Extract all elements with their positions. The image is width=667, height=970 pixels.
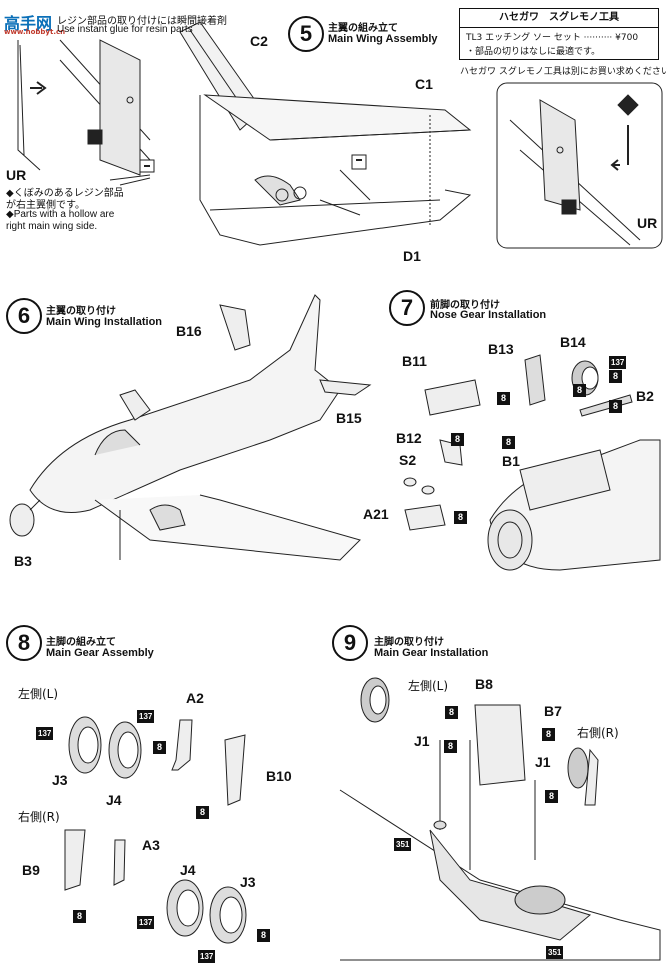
part-b13: B13 [488, 341, 514, 357]
part-b10: B10 [266, 768, 292, 784]
step-8-right-side: 右側(R) [18, 810, 60, 824]
watermark-sub: www.hobbyt.cn [4, 28, 66, 36]
step-6-title-en: Main Wing Installation [46, 316, 163, 328]
color-callout-8-j1-left: 8 [444, 740, 457, 753]
step-6-number: 6 [6, 298, 42, 334]
color-callout-8-a2: 8 [196, 806, 209, 819]
ur-left-en1: ◆Parts with a hollow are [6, 209, 115, 220]
ur-right-label: UR [637, 215, 658, 231]
part-b3: B3 [14, 553, 32, 569]
part-b8: B8 [475, 676, 493, 692]
step-8-title-jp: 主脚の組み立て [46, 637, 116, 648]
part-j4-right: J4 [180, 862, 196, 878]
step-7-title-jp: 前脚の取り付け [430, 300, 500, 311]
step-5-title-en: Main Wing Assembly [328, 33, 438, 45]
part-a3: A3 [142, 837, 160, 853]
part-c1: C1 [415, 76, 433, 92]
step-5-title-jp: 主翼の組み立て [328, 23, 398, 34]
part-d1: D1 [403, 248, 421, 264]
color-callout-137-j3-right: 137 [198, 950, 216, 963]
color-callout-8-b7: 8 [542, 728, 555, 741]
step-7-number: 7 [389, 290, 425, 326]
step-9-title-en: Main Gear Installation [374, 647, 489, 659]
color-callout-8-b2: 8 [609, 400, 622, 413]
step-8-number: 8 [6, 625, 42, 661]
tool-line1: TL3 エッチング ソー セット ·········· ¥700 [466, 33, 639, 43]
color-callout-8-b11: 8 [497, 392, 510, 405]
part-b2: B2 [636, 388, 654, 404]
ur-left-en2: right main wing side. [6, 221, 98, 232]
color-callout-137-j4-left: 137 [137, 710, 155, 723]
step-9-number: 9 [332, 625, 368, 661]
color-callout-351-bottom: 351 [546, 946, 564, 959]
color-callout-8-b12: 8 [451, 433, 464, 446]
color-callout-8-j1-right: 8 [545, 790, 558, 803]
part-j1-right: J1 [535, 754, 551, 770]
part-s2: S2 [399, 452, 417, 468]
color-callout-137-b14: 137 [609, 356, 627, 369]
part-b12: B12 [396, 430, 422, 446]
tool-line2: ・部品の切りはなしに最適です。 [466, 47, 601, 57]
step-5-number: 5 [288, 16, 324, 52]
part-b16: B16 [176, 323, 202, 339]
resin-note-en: Use instant glue for resin parts [57, 24, 193, 35]
watermark-logo: 高手网 www.hobbyt.cn [4, 10, 65, 36]
step-7-title-en: Nose Gear Installation [430, 309, 547, 321]
color-callout-351-bay: 351 [394, 838, 412, 851]
color-callout-8-j3-right: 8 [257, 929, 270, 942]
color-callout-8-b8: 8 [445, 706, 458, 719]
ur-left-label: UR [6, 167, 27, 183]
main-gear-assembly-drawing [64, 716, 247, 944]
tool-note: ハセガワ スグレモノ工具は別にお買い求めください。 [460, 67, 667, 77]
resin-note-jp: レジン部品の取り付けには瞬間接着剤 [57, 16, 227, 27]
color-callout-8-b1: 8 [502, 436, 515, 449]
part-j1-left: J1 [414, 733, 430, 749]
part-j3-right: J3 [240, 874, 256, 890]
tool-info-box: ハセガワ スグレモノ工具 TL3 エッチング ソー セット ··········… [459, 8, 659, 60]
part-j4-left: J4 [106, 792, 122, 808]
step-8-title-en: Main Gear Assembly [46, 647, 154, 659]
step-9-title-jp: 主脚の取り付け [374, 637, 444, 648]
main-wing-assembly-drawing [179, 21, 472, 246]
color-callout-137-j4-right: 137 [137, 916, 155, 929]
step-9-right-side: 右側(R) [577, 726, 619, 740]
color-callout-8-a21: 8 [454, 511, 467, 524]
part-c2: C2 [250, 33, 268, 49]
part-a2: A2 [186, 690, 204, 706]
part-b9: B9 [22, 862, 40, 878]
step-9-left-side: 左側(L) [408, 679, 449, 693]
watermark-text: 高手网 [4, 14, 53, 33]
color-callout-8-b9: 8 [73, 910, 86, 923]
resin-inset-drawing [17, 39, 155, 186]
tool-head: ハセガワ スグレモノ工具 [460, 9, 658, 28]
color-callout-8-b13: 8 [573, 384, 586, 397]
part-a21: A21 [363, 506, 389, 522]
step-8-left-side: 左側(L) [18, 687, 59, 701]
main-gear-installation-drawing [339, 677, 661, 961]
right-inset-drawing [496, 82, 663, 249]
ur-left-jp1: ◆くぼみのあるレジン部品 [6, 188, 124, 199]
part-b14: B14 [560, 334, 586, 350]
part-b15: B15 [336, 410, 362, 426]
color-callout-137-j3-left: 137 [36, 727, 54, 740]
ur-left-jp2: が右主翼側です。 [6, 200, 85, 211]
part-b1: B1 [502, 453, 520, 469]
color-callout-8-b14: 8 [609, 370, 622, 383]
part-b7: B7 [544, 703, 562, 719]
part-j3-left: J3 [52, 772, 68, 788]
color-callout-8-j4-left: 8 [153, 741, 166, 754]
nose-gear-drawing [403, 354, 661, 571]
step-6-title-jp: 主翼の取り付け [46, 306, 116, 317]
aircraft-main-wing-drawing [9, 294, 372, 561]
part-b11: B11 [402, 353, 427, 369]
